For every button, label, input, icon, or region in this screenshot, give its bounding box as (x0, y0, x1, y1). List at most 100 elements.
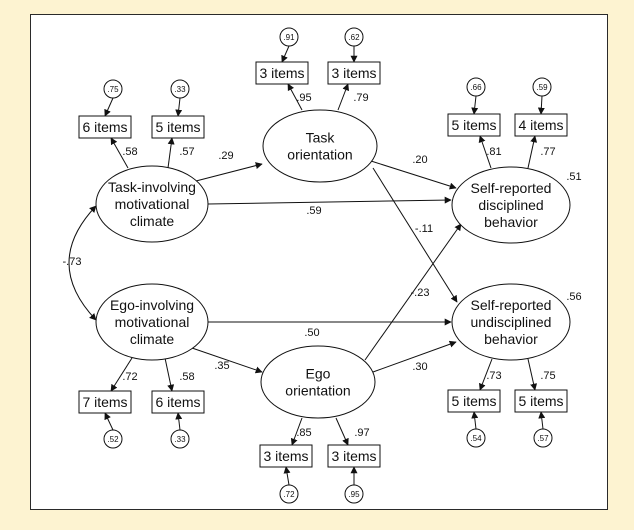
latent-undisciplined (451, 283, 571, 361)
indicator-box-ego_orient_1 (259, 444, 313, 468)
error-value-ego_climate_1: .52 (107, 435, 119, 444)
indicator-label-task_orient_2: 3 items (331, 65, 376, 81)
indicator-label-ego_orient_1: 3 items (263, 448, 308, 464)
error-term-task_climate_2 (170, 79, 190, 99)
indicator-box-task_climate_1 (78, 115, 132, 139)
error-term-ego_climate_1 (103, 429, 123, 449)
coefficient-labels: .29.59.20-.11-.23.50.35.30-.73.58.57.95.… (63, 92, 582, 439)
coef-ego-climate-undisciplined: .50 (304, 327, 319, 339)
error-term-ego_orient_1 (279, 484, 299, 504)
indicator-box-ego_orient_2 (327, 444, 381, 468)
indicator-box-task_orient_2 (327, 61, 381, 85)
coef-task-climate-disciplined: .59 (306, 205, 321, 217)
error-value-ego_orient_2: .95 (348, 490, 360, 499)
loading-value-ego_climate_2: .58 (179, 371, 194, 383)
latent-label-disciplined-3: behavior (484, 214, 538, 230)
loading-path-disc_2 (527, 135, 538, 169)
r-squared-disciplined: .51 (566, 171, 581, 183)
loading-path-task_climate_2 (167, 137, 175, 169)
indicator-label-ego_climate_2: 6 items (155, 394, 200, 410)
indicator-box-undisc_2 (514, 389, 568, 413)
path-ego-orientation-to-undisciplined (372, 340, 457, 373)
correlation-climates (68, 205, 97, 321)
error-value-task_climate_1: .75 (107, 85, 119, 94)
indicator-label-ego_climate_1: 7 items (82, 394, 127, 410)
error-term-disc_2 (532, 77, 552, 97)
error-term-task_climate_1 (103, 79, 123, 99)
error-terms: .75.33.91.62.66.59.52.33.72.95.54.57 (103, 27, 553, 504)
latent-label-task-climate-3: climate (130, 213, 175, 229)
coef-ego-orientation-undisciplined: .30 (412, 361, 427, 373)
loading-value-ego_orient_2: .97 (354, 427, 369, 439)
error-value-task_climate_2: .33 (174, 85, 186, 94)
error-value-task_orient_1: .91 (283, 33, 295, 42)
indicator-label-disc_2: 4 items (518, 117, 563, 133)
indicator-box-undisc_1 (447, 389, 501, 413)
path-task-orientation-to-undisciplined (372, 167, 458, 303)
loading-value-disc_1: .81 (486, 146, 501, 158)
loading-value-undisc_2: .75 (540, 370, 555, 382)
error-value-undisc_2: .57 (537, 434, 549, 443)
loading-value-disc_2: .77 (540, 146, 555, 158)
loading-path-task_climate_1 (110, 137, 129, 169)
error-path-undisc_1 (471, 411, 479, 430)
indicator-label-undisc_2: 5 items (518, 393, 563, 409)
latent-label-disciplined-2: disciplined (478, 197, 543, 213)
latent-label-ego-orientation-2: orientation (285, 383, 350, 399)
latent-label-undisciplined-2: undisciplined (471, 314, 552, 330)
error-term-undisc_2 (533, 428, 553, 448)
path-task-climate-to-task-orientation (195, 162, 263, 182)
path-task-climate-to-disciplined (207, 196, 452, 205)
indicator-box-ego_climate_1 (78, 390, 132, 414)
loading-value-ego_climate_1: .72 (122, 371, 137, 383)
edges (68, 45, 546, 486)
error-path-undisc_2 (538, 411, 546, 430)
latent-label-ego-orientation-1: Ego (306, 366, 331, 382)
latent-label-task-climate-2: motivational (115, 196, 190, 212)
error-path-ego_climate_2 (175, 412, 183, 431)
path-ego-orientation-to-disciplined (364, 223, 462, 361)
error-path-ego_orient_1 (283, 466, 291, 486)
coef-climates-correlation: -.73 (63, 256, 82, 268)
coef-ego-orientation-disciplined: -.23 (411, 287, 430, 299)
indicator-box-disc_2 (514, 113, 568, 137)
latent-label-ego-climate-1: Ego-involving (110, 297, 194, 313)
indicator-box-ego_climate_2 (151, 390, 205, 414)
latent-task-climate (95, 165, 209, 243)
loading-value-undisc_1: .73 (486, 370, 501, 382)
error-path-disc_1 (471, 95, 479, 115)
error-value-ego_orient_1: .72 (283, 490, 295, 499)
loading-path-task_orient_1 (287, 83, 303, 111)
loading-path-ego_climate_1 (110, 357, 133, 392)
indicator-box-task_orient_1 (255, 61, 309, 85)
r-squared-undisciplined: .56 (566, 291, 581, 303)
indicator-label-task_orient_1: 3 items (259, 65, 304, 81)
latent-label-ego-climate-3: climate (130, 331, 175, 347)
latent-label-undisciplined-3: behavior (484, 331, 538, 347)
indicator-box-task_climate_2 (151, 115, 205, 139)
loading-value-task_climate_1: .58 (122, 146, 137, 158)
indicator-label-undisc_1: 5 items (451, 393, 496, 409)
error-term-undisc_1 (466, 428, 486, 448)
latent-disciplined (451, 166, 571, 244)
error-path-task_orient_1 (281, 45, 290, 63)
indicator-label-task_climate_1: 6 items (82, 119, 127, 135)
error-value-disc_2: .59 (536, 83, 548, 92)
latent-ego-orientation (260, 345, 376, 419)
path-ego-climate-to-ego-orientation (191, 347, 263, 374)
error-path-task_climate_1 (104, 97, 114, 117)
latent-ego-climate (95, 283, 209, 361)
error-term-disc_1 (466, 77, 486, 97)
loading-value-task_climate_2: .57 (179, 146, 194, 158)
latent-label-undisciplined-1: Self-reported (471, 297, 552, 313)
coef-task-climate-task-orientation: .29 (218, 150, 233, 162)
coef-task-orientation-disciplined: .20 (412, 154, 427, 166)
diagram-panel (30, 14, 608, 510)
loading-path-undisc_1 (479, 358, 493, 391)
loading-value-ego_orient_1: .85 (296, 427, 311, 439)
loading-path-task_orient_2 (337, 83, 350, 111)
latent-variables: Task-involvingmotivationalclimateEgo-inv… (95, 109, 571, 419)
path-task-orientation-to-disciplined (370, 160, 457, 190)
indicator-label-ego_orient_2: 3 items (331, 448, 376, 464)
